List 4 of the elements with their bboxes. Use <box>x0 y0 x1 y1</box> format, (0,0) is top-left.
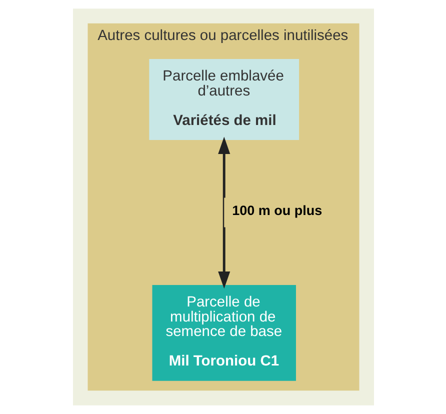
node-box: Parcelle de multiplication de semence de base Mil Toroniou C1 <box>152 285 296 381</box>
arrow <box>218 136 230 289</box>
node-box: Parcelle emblavée d’autres Variétés de mil <box>148 58 299 140</box>
edge-label: 100 m ou plus <box>232 202 322 218</box>
